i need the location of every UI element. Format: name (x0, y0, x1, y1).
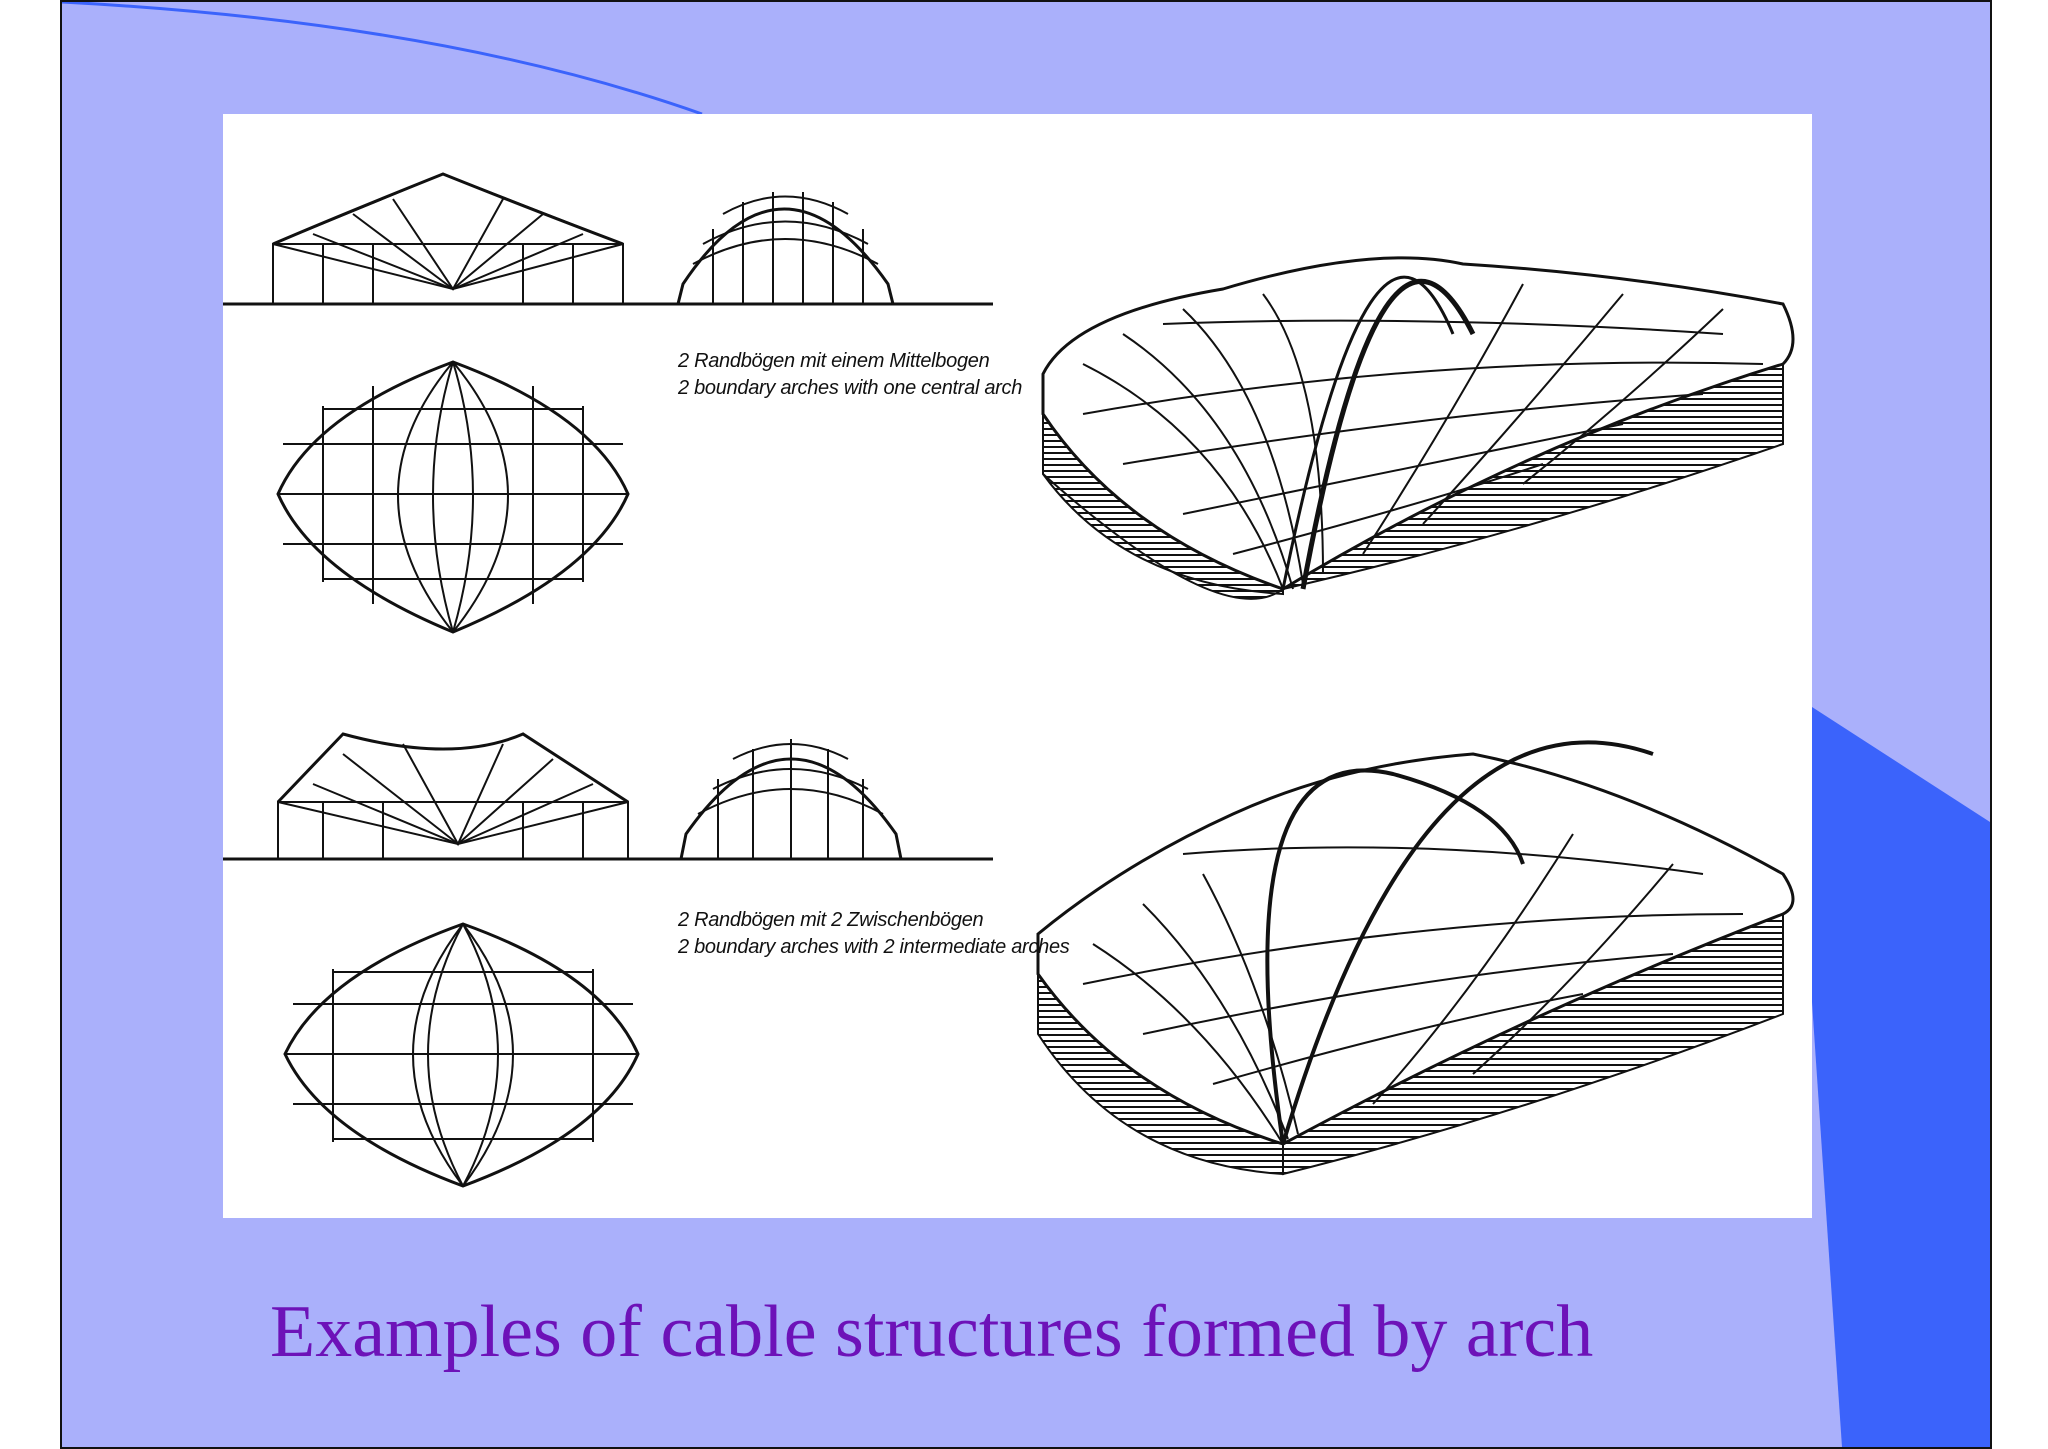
slide-background-decoration (62, 2, 1990, 1447)
top-section-elevation-saddle (223, 172, 993, 306)
accent-curve (62, 2, 703, 116)
top-perspective-view (1041, 256, 1795, 600)
top-section-elevation-dome (676, 192, 895, 305)
cable-structures-figure: 2 Randbögen mit einem Mittelbogen 2 boun… (223, 114, 1812, 1218)
top-label-english: 2 boundary arches with one central arch (678, 377, 1023, 399)
top-plan-view (276, 360, 630, 634)
slide: 2 Randbögen mit einem Mittelbogen 2 boun… (60, 0, 1992, 1449)
bottom-section-elevation-dome (679, 739, 903, 860)
bottom-label-german: 2 Randbögen mit 2 Zwischenbögen (678, 909, 984, 931)
bottom-plan-view (283, 922, 640, 1188)
bottom-section-elevation-saddle (223, 732, 993, 861)
bottom-label-english: 2 boundary arches with 2 intermediate ar… (678, 936, 1070, 958)
bottom-perspective-view (1036, 740, 1795, 1176)
top-label-german: 2 Randbögen mit einem Mittelbogen (678, 350, 990, 372)
slide-caption: Examples of cable structures formed by a… (270, 1291, 1594, 1373)
accent-shape (1812, 707, 1990, 1447)
architectural-drawings (223, 172, 1795, 1188)
